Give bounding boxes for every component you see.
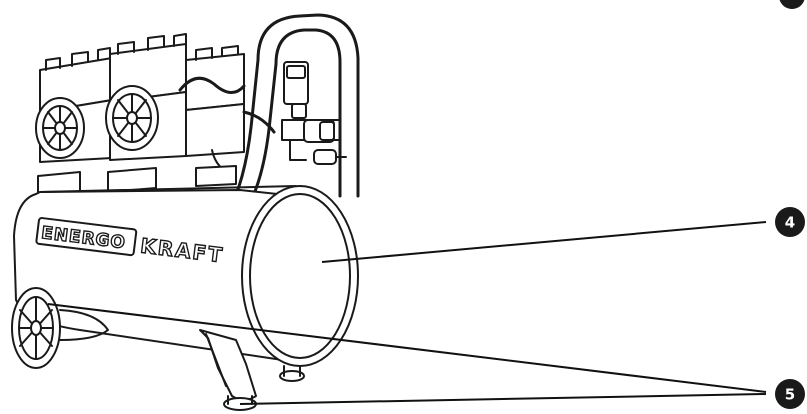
rubber-foot-rear <box>279 370 305 382</box>
regulator-assembly <box>281 61 347 165</box>
callout-number-4: 4 <box>785 214 795 232</box>
mounting-brackets <box>37 165 237 197</box>
callout-badge-partial <box>779 0 805 9</box>
callout-number-5: 5 <box>785 386 795 404</box>
callout-line-5b <box>239 393 767 405</box>
callout-badge-5: 5 <box>775 379 805 409</box>
fan-left <box>35 97 85 159</box>
callout-line-4 <box>321 221 767 263</box>
rubber-feet <box>223 365 305 411</box>
callout-badge-4: 4 <box>775 207 805 237</box>
callout-line-5a <box>47 303 767 393</box>
fan-right <box>105 85 159 151</box>
motor-pump-heads <box>35 33 276 177</box>
wheel <box>11 287 109 369</box>
callout-lines <box>47 221 767 405</box>
